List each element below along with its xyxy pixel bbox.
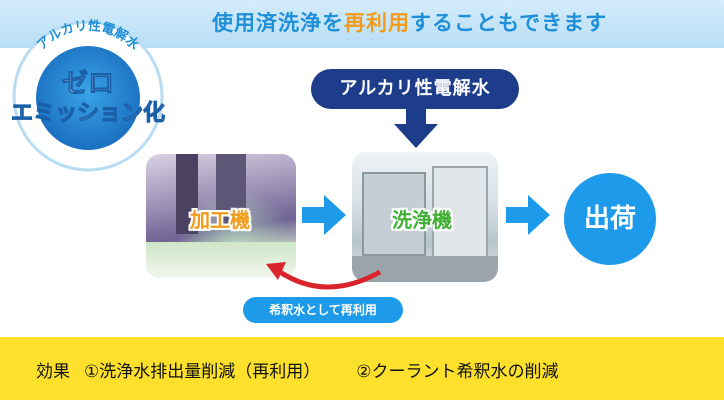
badge-line2: エミッション化 — [11, 100, 165, 126]
reuse-as-dilution-label: 希釈水として再利用 — [243, 297, 403, 323]
header-title: 使用済洗浄を再利用することもできます — [212, 7, 712, 37]
washing-machine-photo — [352, 152, 498, 282]
right-arrow-icon — [506, 195, 550, 235]
header-text-after: することもできます — [410, 11, 608, 35]
effects-title: 効果 — [36, 362, 70, 382]
machining-center-label: 加工機 — [190, 208, 250, 232]
effects-band: 効果 ①洗浄水排出量削減（再利用） ②クーラント希釈水の削減 — [0, 337, 724, 400]
electrolyzed-water-banner: アルカリ性電解水 — [311, 69, 519, 109]
header-text-before: 使用済洗浄を — [212, 11, 344, 35]
shipping-circle: 出荷 — [564, 173, 656, 265]
washing-machine-label: 洗浄機 — [392, 208, 452, 232]
down-arrow-icon — [394, 108, 438, 148]
header-text-highlight: 再利用 — [344, 11, 410, 35]
right-arrow-icon — [302, 195, 346, 235]
effect-item-1: ①洗浄水排出量削減（再利用） — [84, 362, 321, 382]
effect-item-2: ②クーラント希釈水の削減 — [356, 362, 559, 382]
machining-center-photo — [146, 154, 296, 278]
badge-line1: ゼロ — [62, 69, 114, 99]
zero-emission-badge: アルカリ性電解水 ゼロ エミッション化 — [10, 18, 166, 172]
effects-text: 効果 ①洗浄水排出量削減（再利用） ②クーラント希釈水の削減 — [36, 357, 716, 382]
reuse-return-arrow-icon — [266, 262, 382, 290]
